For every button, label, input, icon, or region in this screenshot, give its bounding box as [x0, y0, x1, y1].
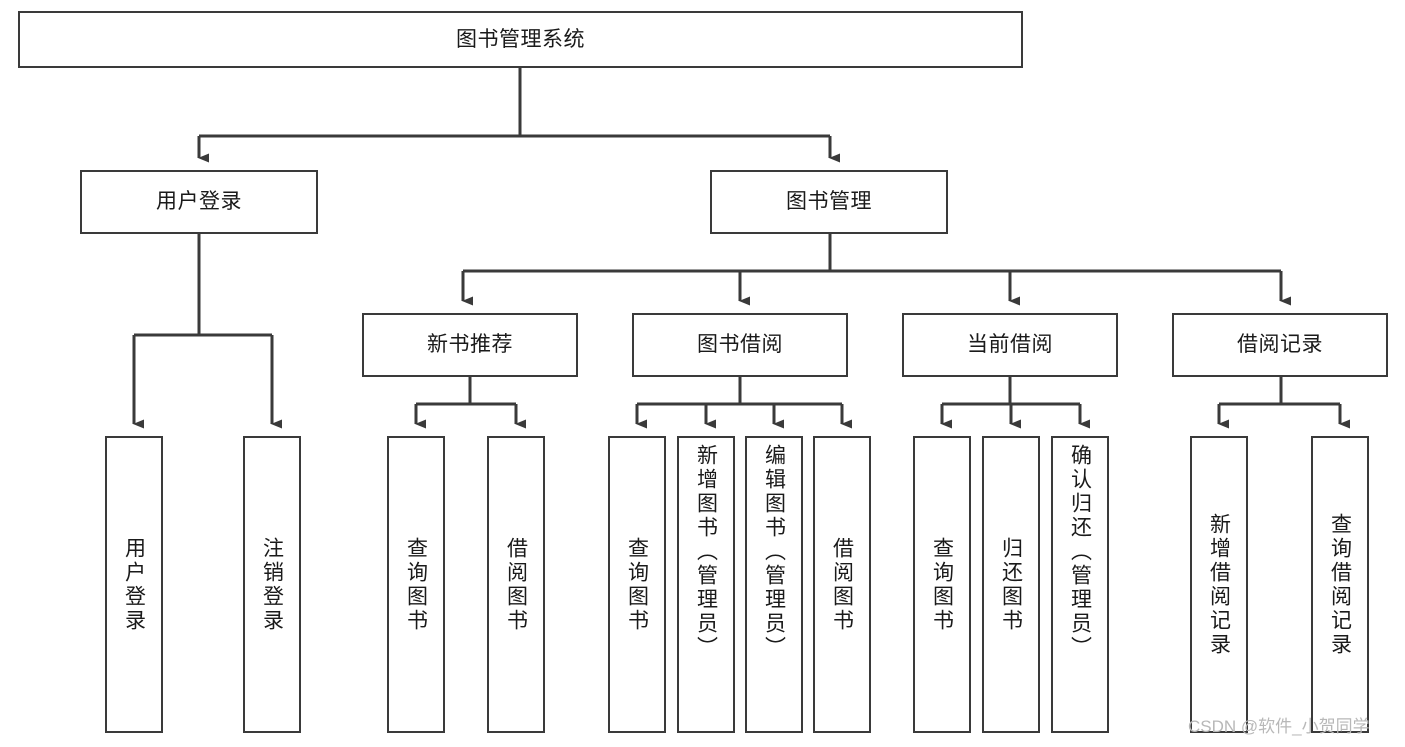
node-leaf-query-book-1-label: 查询图书: [404, 536, 428, 633]
node-book-borrow-label: 图书借阅: [697, 333, 783, 357]
node-leaf-add-borrow-record[interactable]: 新增借阅记录: [1190, 436, 1248, 733]
node-leaf-user-login[interactable]: 用户登录: [105, 436, 163, 733]
node-leaf-query-book-2-label: 查询图书: [625, 536, 649, 633]
node-book-management[interactable]: 图书管理: [710, 170, 948, 234]
node-leaf-confirm-return-admin[interactable]: 确认归还（管理员）: [1051, 436, 1109, 733]
node-borrow-record[interactable]: 借阅记录: [1172, 313, 1388, 377]
node-leaf-borrow-book-1[interactable]: 借阅图书: [487, 436, 545, 733]
node-leaf-return-book-label: 归还图书: [999, 536, 1023, 633]
node-leaf-query-book-2[interactable]: 查询图书: [608, 436, 666, 733]
node-leaf-add-borrow-record-label: 新增借阅记录: [1207, 512, 1231, 657]
node-current-borrow-label: 当前借阅: [967, 333, 1053, 357]
node-leaf-query-book-3[interactable]: 查询图书: [913, 436, 971, 733]
node-leaf-logout-label: 注销登录: [260, 536, 284, 633]
node-leaf-edit-book-admin-label: 编辑图书（管理员）: [762, 444, 786, 660]
node-leaf-add-book-admin-label: 新增图书（管理员）: [694, 444, 718, 660]
node-user-login-label: 用户登录: [156, 190, 242, 214]
node-leaf-query-book-3-label: 查询图书: [930, 536, 954, 633]
node-leaf-borrow-book-2[interactable]: 借阅图书: [813, 436, 871, 733]
node-book-management-label: 图书管理: [786, 190, 872, 214]
node-new-book-recommend[interactable]: 新书推荐: [362, 313, 578, 377]
node-borrow-record-label: 借阅记录: [1237, 333, 1323, 357]
node-leaf-logout[interactable]: 注销登录: [243, 436, 301, 733]
node-leaf-return-book[interactable]: 归还图书: [982, 436, 1040, 733]
node-leaf-user-login-label: 用户登录: [122, 536, 146, 633]
node-leaf-edit-book-admin[interactable]: 编辑图书（管理员）: [745, 436, 803, 733]
csdn-watermark: CSDN @软件_小贺同学: [1188, 717, 1370, 736]
node-leaf-add-book-admin[interactable]: 新增图书（管理员）: [677, 436, 735, 733]
node-leaf-borrow-book-2-label: 借阅图书: [830, 536, 854, 633]
node-leaf-query-book-1[interactable]: 查询图书: [387, 436, 445, 733]
node-leaf-query-borrow-record[interactable]: 查询借阅记录: [1311, 436, 1369, 733]
node-new-book-recommend-label: 新书推荐: [427, 333, 513, 357]
node-book-borrow[interactable]: 图书借阅: [632, 313, 848, 377]
node-root-system[interactable]: 图书管理系统: [18, 11, 1023, 68]
node-current-borrow[interactable]: 当前借阅: [902, 313, 1118, 377]
node-leaf-confirm-return-admin-label: 确认归还（管理员）: [1068, 444, 1092, 660]
node-root-label: 图书管理系统: [456, 27, 585, 51]
node-user-login[interactable]: 用户登录: [80, 170, 318, 234]
node-leaf-query-borrow-record-label: 查询借阅记录: [1328, 512, 1352, 657]
node-leaf-borrow-book-1-label: 借阅图书: [504, 536, 528, 633]
